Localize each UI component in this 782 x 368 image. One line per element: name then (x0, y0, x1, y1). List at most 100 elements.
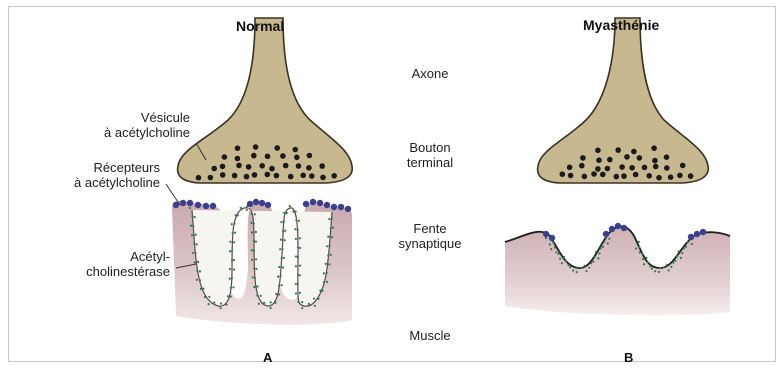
esterase-dot (233, 269, 235, 271)
esterase-dot (317, 298, 319, 300)
vesicle (269, 166, 275, 172)
label-vesicule-line1: Vésicule (60, 110, 190, 125)
esterase-dot (642, 258, 644, 260)
esterase-dot (196, 243, 198, 245)
esterase-dot (233, 223, 235, 225)
esterase-dot (685, 246, 687, 248)
esterase-dot (227, 295, 229, 297)
esterase-dot (255, 241, 257, 243)
esterase-dot (193, 243, 195, 245)
receptor (549, 235, 555, 241)
esterase-dot (237, 214, 239, 216)
panel-label-a: A (263, 350, 272, 365)
vesicle (614, 174, 620, 180)
esterase-dot (232, 286, 234, 288)
esterase-dot (284, 239, 286, 241)
esterase-dot (225, 304, 227, 306)
esterase-dot (670, 266, 672, 268)
esterase-dot (283, 257, 285, 259)
esterase-dot (231, 277, 233, 279)
esterase-dot (602, 246, 604, 248)
esterase-dot (190, 225, 192, 227)
esterase-dot (194, 261, 196, 263)
esterase-dot (263, 302, 265, 304)
esterase-dot (674, 260, 676, 262)
esterase-dot (590, 262, 592, 264)
esterase-dot (274, 302, 276, 304)
vesicle (300, 173, 306, 179)
esterase-dot (598, 252, 600, 254)
esterase-dot (191, 215, 193, 217)
esterase-dot (299, 274, 301, 276)
esterase-dot (196, 279, 198, 281)
pointer-recepteurs (166, 184, 180, 205)
esterase-dot (687, 241, 689, 243)
esterase-dot (283, 220, 285, 222)
esterase-dot (234, 232, 236, 234)
esterase-dot (654, 270, 656, 272)
label-vesicule: Vésicule à acétylcholine (60, 110, 190, 140)
vesicle (629, 165, 635, 171)
esterase-dot (297, 274, 299, 276)
label-vesicule-line2: à acétylcholine (60, 125, 190, 140)
vesicle (293, 147, 299, 153)
esterase-dot (246, 205, 248, 207)
esterase-dot (282, 266, 284, 268)
vesicle (265, 154, 271, 160)
esterase-dot (292, 211, 294, 213)
esterase-dot (295, 283, 297, 285)
esterase-dot (681, 252, 683, 254)
vesicle (246, 164, 252, 170)
esterase-dot (641, 253, 643, 255)
esterase-dot (254, 213, 256, 215)
esterase-dot (561, 262, 563, 264)
esterase-dot (295, 265, 297, 267)
esterase-dot (197, 261, 199, 263)
esterase-dot (555, 251, 557, 253)
esterase-dot (232, 232, 234, 234)
esterase-dot (200, 288, 202, 290)
esterase-dot (202, 288, 204, 290)
esterase-dot (235, 214, 237, 216)
vesicle (579, 163, 585, 169)
esterase-dot (199, 279, 201, 281)
esterase-dot (608, 238, 610, 240)
esterase-dot (229, 241, 231, 243)
vesicle (236, 163, 242, 169)
vesicle (646, 173, 652, 179)
esterase-dot (281, 257, 283, 259)
esterase-dot (597, 257, 599, 259)
esterase-dot (270, 301, 272, 303)
receptor (543, 231, 549, 237)
esterase-dot (572, 269, 574, 271)
vesicle (664, 154, 670, 160)
esterase-dot (604, 236, 606, 238)
esterase-dot (233, 259, 235, 261)
label-muscle: Muscle (395, 328, 465, 343)
label-axone: Axone (395, 66, 465, 81)
esterase-dot (666, 264, 668, 266)
vesicle (621, 173, 627, 179)
esterase-dot (314, 305, 316, 307)
vesicle (653, 164, 659, 170)
esterase-dot (328, 263, 330, 265)
esterase-dot (577, 266, 579, 268)
esterase-dot (231, 259, 233, 261)
esterase-dot (195, 252, 197, 254)
receptor (210, 203, 216, 209)
label-recepteurs: Récepteurs à acétylcholine (30, 160, 160, 190)
esterase-dot (554, 246, 556, 248)
receptor (203, 203, 209, 209)
vesicle (251, 153, 257, 159)
esterase-dot (588, 267, 590, 269)
receptor (609, 226, 615, 232)
esterase-dot (327, 236, 329, 238)
label-fente-line2: synaptique (380, 236, 480, 251)
esterase-dot (607, 242, 609, 244)
esterase-dot (323, 272, 325, 274)
vesicle (235, 156, 241, 162)
esterase-dot (254, 277, 256, 279)
esterase-dot (563, 256, 565, 258)
esterase-dot (253, 250, 255, 252)
esterase-dot (282, 230, 284, 232)
